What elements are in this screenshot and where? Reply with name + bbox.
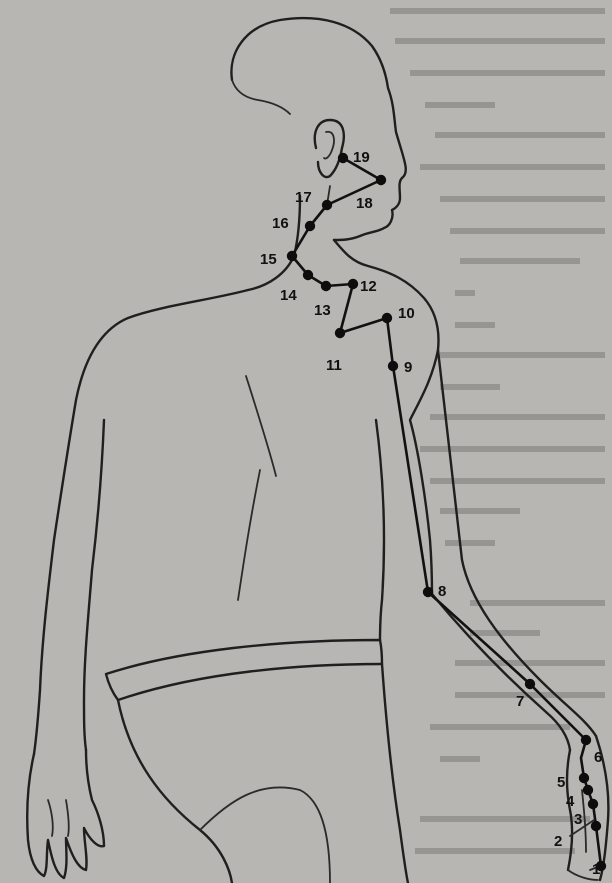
acupoint-9-label: 9 (404, 359, 412, 376)
buttock-line (200, 787, 330, 883)
ear-outline (315, 120, 344, 177)
head-outline (231, 18, 405, 240)
scapula-line (246, 376, 276, 476)
ear-inner (324, 132, 334, 159)
waistband (106, 640, 382, 700)
acupoint-1-label: 1 (592, 861, 600, 878)
acupoint-2-label: 2 (554, 833, 562, 850)
acupoint-17-dot (322, 200, 332, 210)
acupoint-2-dot (591, 821, 601, 831)
acupoint-4-label: 4 (566, 793, 575, 810)
spine-line (238, 470, 260, 600)
hips-outline (118, 700, 232, 883)
acupoint-10-label: 10 (398, 305, 415, 322)
acupoint-13-dot (321, 281, 331, 291)
acupoint-7-dot (525, 679, 535, 689)
acupoint-18-label: 18 (356, 195, 373, 212)
acupoint-19-label: 19 (353, 149, 370, 166)
acupoint-3-dot (588, 799, 598, 809)
head-back-hair (232, 80, 290, 114)
acupoint-5-dot (579, 773, 589, 783)
hips-right (382, 664, 408, 883)
left-arm-inner (84, 420, 104, 750)
acupoint-12-label: 12 (360, 278, 377, 295)
acupoint-6-label: 6 (594, 749, 602, 766)
acupoint-16-dot (305, 221, 315, 231)
acupoint-11-dot (335, 328, 345, 338)
acupoint-3-label: 3 (574, 811, 582, 828)
left-shoulder-arm (34, 290, 248, 754)
acupoint-4-dot (583, 785, 593, 795)
acupoint-8-label: 8 (438, 583, 446, 600)
acupoint-15-dot (287, 251, 297, 261)
acupoint-15-label: 15 (260, 251, 277, 268)
acupoint-14-label: 14 (280, 287, 297, 304)
acupoint-13-label: 13 (314, 302, 331, 319)
acupoint-12-dot (348, 279, 358, 289)
acupoint-11-label: 11 (326, 357, 342, 374)
left-hand (27, 750, 104, 878)
acupoint-16-label: 16 (272, 215, 289, 232)
torso-right-side (376, 420, 384, 640)
acupoint-19-dot (338, 153, 348, 163)
acupoint-10-dot (382, 313, 392, 323)
acupoint-17-label: 17 (295, 189, 312, 206)
neck-back (248, 196, 300, 290)
acupoint-9-dot (388, 361, 398, 371)
acupoint-8-dot (423, 587, 433, 597)
acupoint-7-label: 7 (516, 693, 524, 710)
acupoint-14-dot (303, 270, 313, 280)
left-hand-crease (48, 800, 69, 836)
acupoint-18-dot (376, 175, 386, 185)
acupoint-6-dot (581, 735, 591, 745)
acupoint-5-label: 5 (557, 774, 565, 791)
